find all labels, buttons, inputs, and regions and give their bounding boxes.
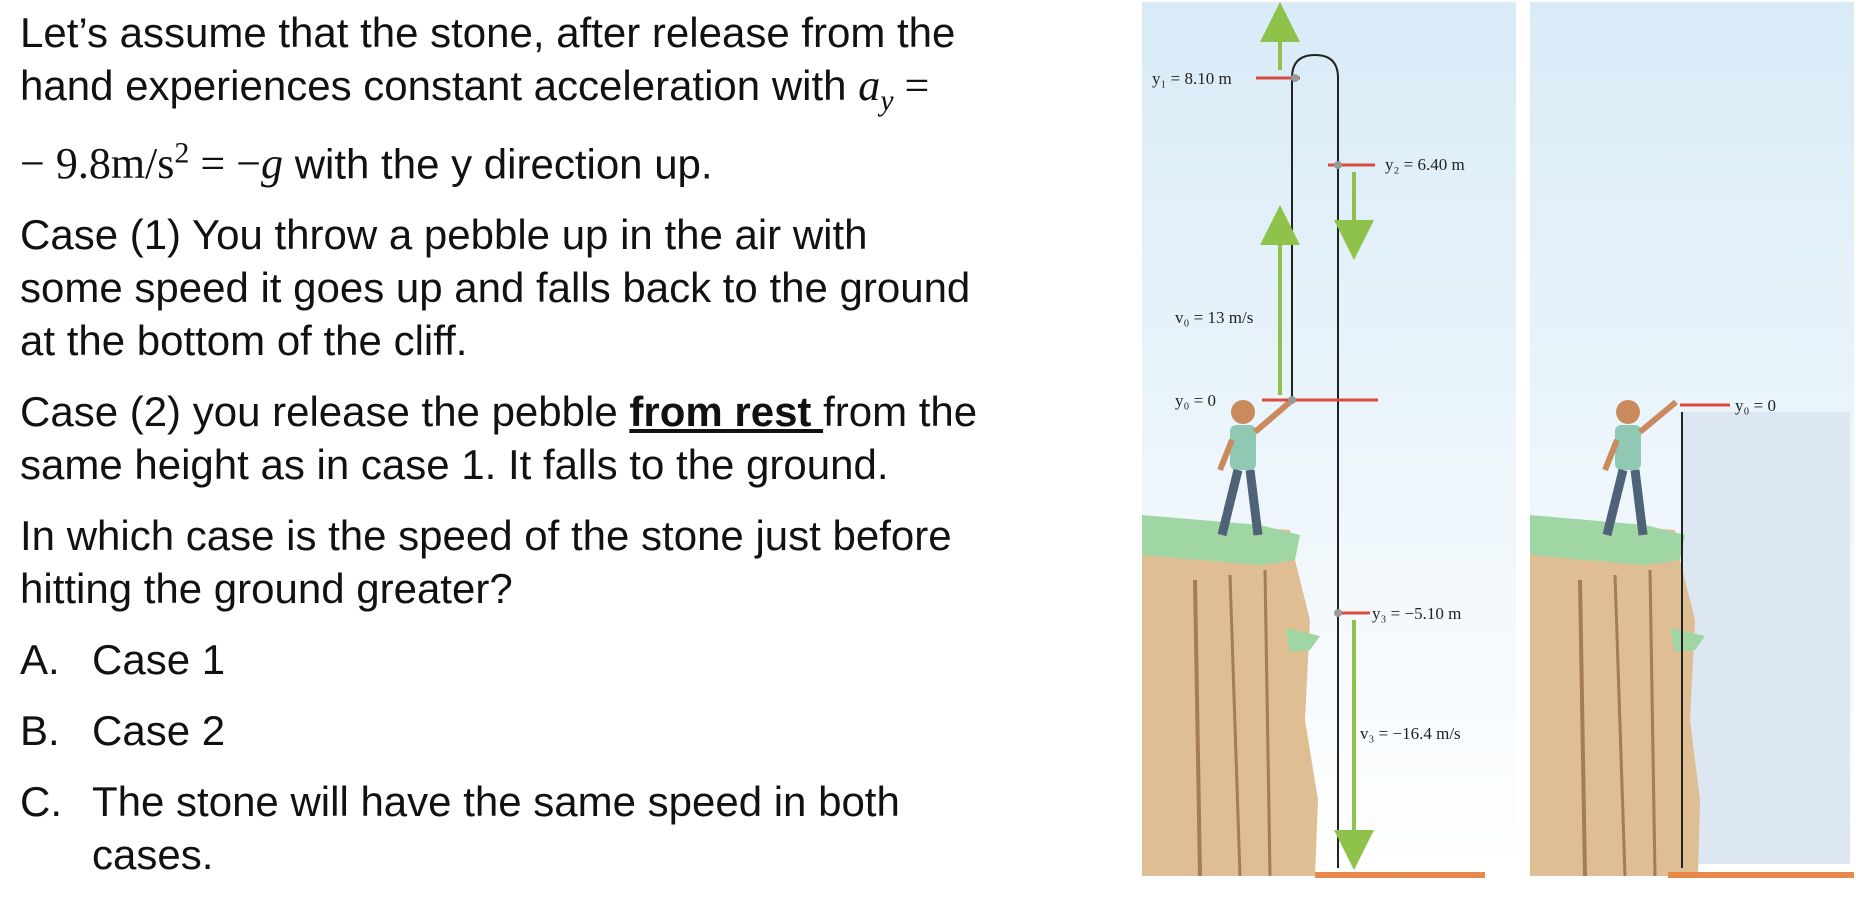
thrower-figure-right (1602, 399, 1678, 537)
from-rest-emphasis: from rest (629, 388, 824, 436)
choice-b-letter: B. (20, 707, 60, 755)
case2-line-1-pre: Case (2) you release the pebble (20, 388, 630, 436)
cliff-figure: y₁ = 8.10 m y₂ = 6.40 m v₀ = 13 m/s y₀ =… (1140, 0, 1856, 878)
prompt-line-1: In which case is the speed of the stone … (20, 512, 952, 560)
ground-right (1668, 872, 1854, 878)
intro-line-1: Let’s assume that the stone, after relea… (20, 9, 956, 56)
case1-line-1: Case (1) You throw a pebble up in the ai… (20, 211, 868, 259)
left-cliff (1142, 515, 1320, 877)
choice-a-text: Case 1 (92, 636, 226, 684)
gravity-value: − 9.8m/s2 = −g (20, 136, 284, 189)
ground-left (1315, 872, 1485, 878)
choice-c: C. The stone will have the same speed in… (20, 775, 1080, 881)
choice-b: B. Case 2 (20, 704, 1080, 757)
intro-line-2: hand experiences constant acceleration w… (20, 59, 1080, 127)
acceleration-symbol: ay = (858, 61, 930, 117)
gravity-number: − 9.8m/s (20, 139, 175, 189)
y0-label: y₀ = 0 (1175, 391, 1216, 410)
y3-label: y₃ = −5.10 m (1372, 604, 1461, 623)
choice-c-letter: C. (20, 778, 62, 826)
gravity-exponent: 2 (174, 136, 190, 170)
right-cliff (1530, 515, 1705, 877)
intro-line-2-text: hand experiences constant acceleration w… (20, 62, 859, 109)
case1-paragraph: Case (1) You throw a pebble up in the ai… (20, 208, 1080, 367)
cliff-diagram: y₁ = 8.10 m y₂ = 6.40 m v₀ = 13 m/s y₀ =… (1142, 2, 1854, 878)
y1-dot (1291, 74, 1299, 82)
intro-paragraph: Let’s assume that the stone, after relea… (20, 6, 1080, 190)
y2-label: y₂ = 6.40 m (1385, 155, 1465, 174)
trajectory-down (1291, 53, 1339, 868)
thrower-figure-left (1217, 399, 1292, 537)
y0-dot (1288, 396, 1296, 404)
choice-c-text-line-2: cases. (92, 831, 214, 879)
case1-line-2: some speed it goes up and falls back to … (20, 264, 971, 312)
case2-line-1-post: from the (823, 388, 978, 436)
v3-label: v₃ = −16.4 m/s (1360, 724, 1461, 743)
gravity-g: g (261, 139, 284, 189)
equals-sign: = (893, 61, 930, 110)
acceleration-a: a (858, 61, 881, 110)
intro-line-3: − 9.8m/s2 = −g with the y direction up. (20, 127, 1080, 191)
case1-line-3: at the bottom of the cliff. (20, 317, 468, 365)
equals-minus: = − (189, 139, 262, 189)
prompt-paragraph: In which case is the speed of the stone … (20, 509, 1080, 615)
y3-dot (1334, 609, 1342, 617)
choice-a: A. Case 1 (20, 633, 1080, 686)
right-y0-label: y₀ = 0 (1735, 396, 1776, 415)
question-text: Let’s assume that the stone, after relea… (20, 6, 1080, 899)
case2-line-1: Case (2) you release the pebble from res… (20, 385, 1080, 438)
v0-label: v₀ = 13 m/s (1175, 308, 1253, 327)
choice-c-text-line-1: The stone will have the same speed in bo… (92, 778, 900, 826)
y2-dot (1334, 161, 1342, 169)
prompt-line-2: hitting the ground greater? (20, 565, 513, 613)
acceleration-subscript: y (880, 83, 894, 117)
case2-paragraph: Case (2) you release the pebble from res… (20, 385, 1080, 491)
right-panel-overlay (1682, 412, 1850, 864)
choice-a-letter: A. (20, 636, 60, 684)
y1-label: y₁ = 8.10 m (1152, 69, 1232, 88)
intro-line-3-text: with the y direction up. (283, 140, 713, 188)
case2-line-2: same height as in case 1. It falls to th… (20, 441, 889, 489)
choice-b-text: Case 2 (92, 707, 226, 755)
